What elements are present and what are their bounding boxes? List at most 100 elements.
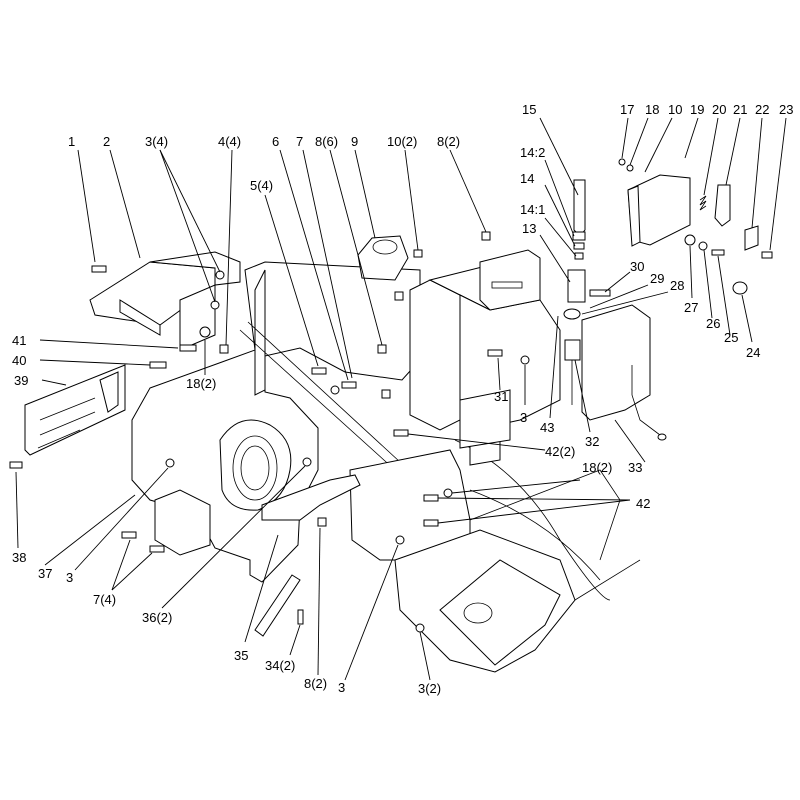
leader-43 [549,315,559,419]
nut-3-b [210,300,220,310]
leader-5 [264,194,319,367]
leader-19 [684,117,699,159]
callout-7: 7 [296,134,303,149]
callout-33: 33 [628,460,642,475]
callout-13: 13 [522,221,536,236]
callout-8-2-bottom: 8(2) [304,676,327,691]
leader-35 [244,534,279,643]
callout-42-2: 42(2) [545,444,575,459]
seat-mount-9 [357,235,409,281]
lever-21 [714,184,731,227]
leader-18-2b [451,479,581,494]
callout-24: 24 [746,345,760,360]
knob-28 [563,308,581,320]
callout-7-4: 7(4) [93,592,116,607]
callout-25: 25 [724,330,738,345]
leader-10-r [644,117,673,173]
leader-3a [159,149,221,273]
bolt-42-a [393,429,409,437]
nut-3-c [520,355,530,365]
fender-panel [581,304,651,421]
callout-18: 18 [645,102,659,117]
lever-bracket [479,249,541,311]
leader-36 [161,465,306,609]
washer-27 [684,234,696,246]
bolt-6 [341,381,357,389]
washer-18-a [199,326,211,338]
nut-3-e [395,535,405,545]
callout-31: 31 [494,389,508,404]
leader-17 [621,117,629,159]
lower-mount-plate [154,489,211,556]
bolt-42-b [423,494,439,502]
leader-7 [302,149,353,379]
housing-opening [232,435,278,501]
diagram-drawing [9,158,773,673]
leader-40 [39,359,151,366]
leader-3-bottom [344,544,399,681]
leader-28 [581,291,669,315]
leader-42b [437,499,631,524]
leader-32 [574,359,591,433]
callout-8-2-top: 8(2) [437,134,460,149]
callout-3-2: 3(2) [418,681,441,696]
clip-8-a [377,344,387,354]
leader-37 [44,494,136,566]
callout-29: 29 [650,271,664,286]
callout-27: 27 [684,300,698,315]
housing-inner [240,445,270,491]
callout-10-2: 10(2) [387,134,417,149]
leader-22 [751,117,763,229]
callout-32: 32 [585,434,599,449]
spacer-14 [573,242,585,250]
leader-38 [15,471,19,549]
callout-36-2: 36(2) [142,610,172,625]
bolt-38 [9,461,23,469]
leader-7-4b [111,552,153,591]
leader-41 [39,339,179,349]
leader-10 [404,149,419,251]
callout-37: 37 [38,566,52,581]
callout-23: 23 [779,102,793,117]
leader-14-1 [544,217,577,257]
callout-39: 39 [14,373,28,388]
callout-26: 26 [706,316,720,331]
nut-3-a [215,270,225,280]
callout-43: 43 [540,420,554,435]
callout-8-6: 8(6) [315,134,338,149]
leader-25 [717,255,731,336]
center-bracket [459,389,511,449]
callout-4-4: 4(4) [218,134,241,149]
washer-18-b [443,488,453,498]
footrest-plate [439,559,561,666]
leader-6 [279,149,349,381]
bolt-25 [711,249,725,256]
control-tower-left [409,279,461,431]
callout-1: 1 [68,134,75,149]
bracket-plate-39 [24,364,126,456]
leader-7-4a [111,539,131,591]
leader-1 [77,149,96,263]
seat-mount-9-hole [372,239,398,255]
callout-9: 9 [351,134,358,149]
callout-2: 2 [103,134,110,149]
leader-13 [539,234,571,283]
callout-35: 35 [234,648,248,663]
cable-33 [631,365,661,436]
channel-bracket-2-lower [119,299,161,336]
leader-8-6 [329,149,383,346]
callout-18-2-right: 18(2) [582,460,612,475]
leader-42a [437,497,631,501]
bolt-5 [311,367,327,375]
leader-34 [289,624,301,656]
leader-18 [629,117,649,166]
leader-42-2 [407,433,546,451]
bracket-slot [491,281,523,289]
collar-13 [567,269,586,303]
callout-17: 17 [620,102,634,117]
ball-joint-32 [564,339,581,361]
callout-40: 40 [12,353,26,368]
bracket-39-slots [37,397,96,449]
callout-42: 42 [636,496,650,511]
